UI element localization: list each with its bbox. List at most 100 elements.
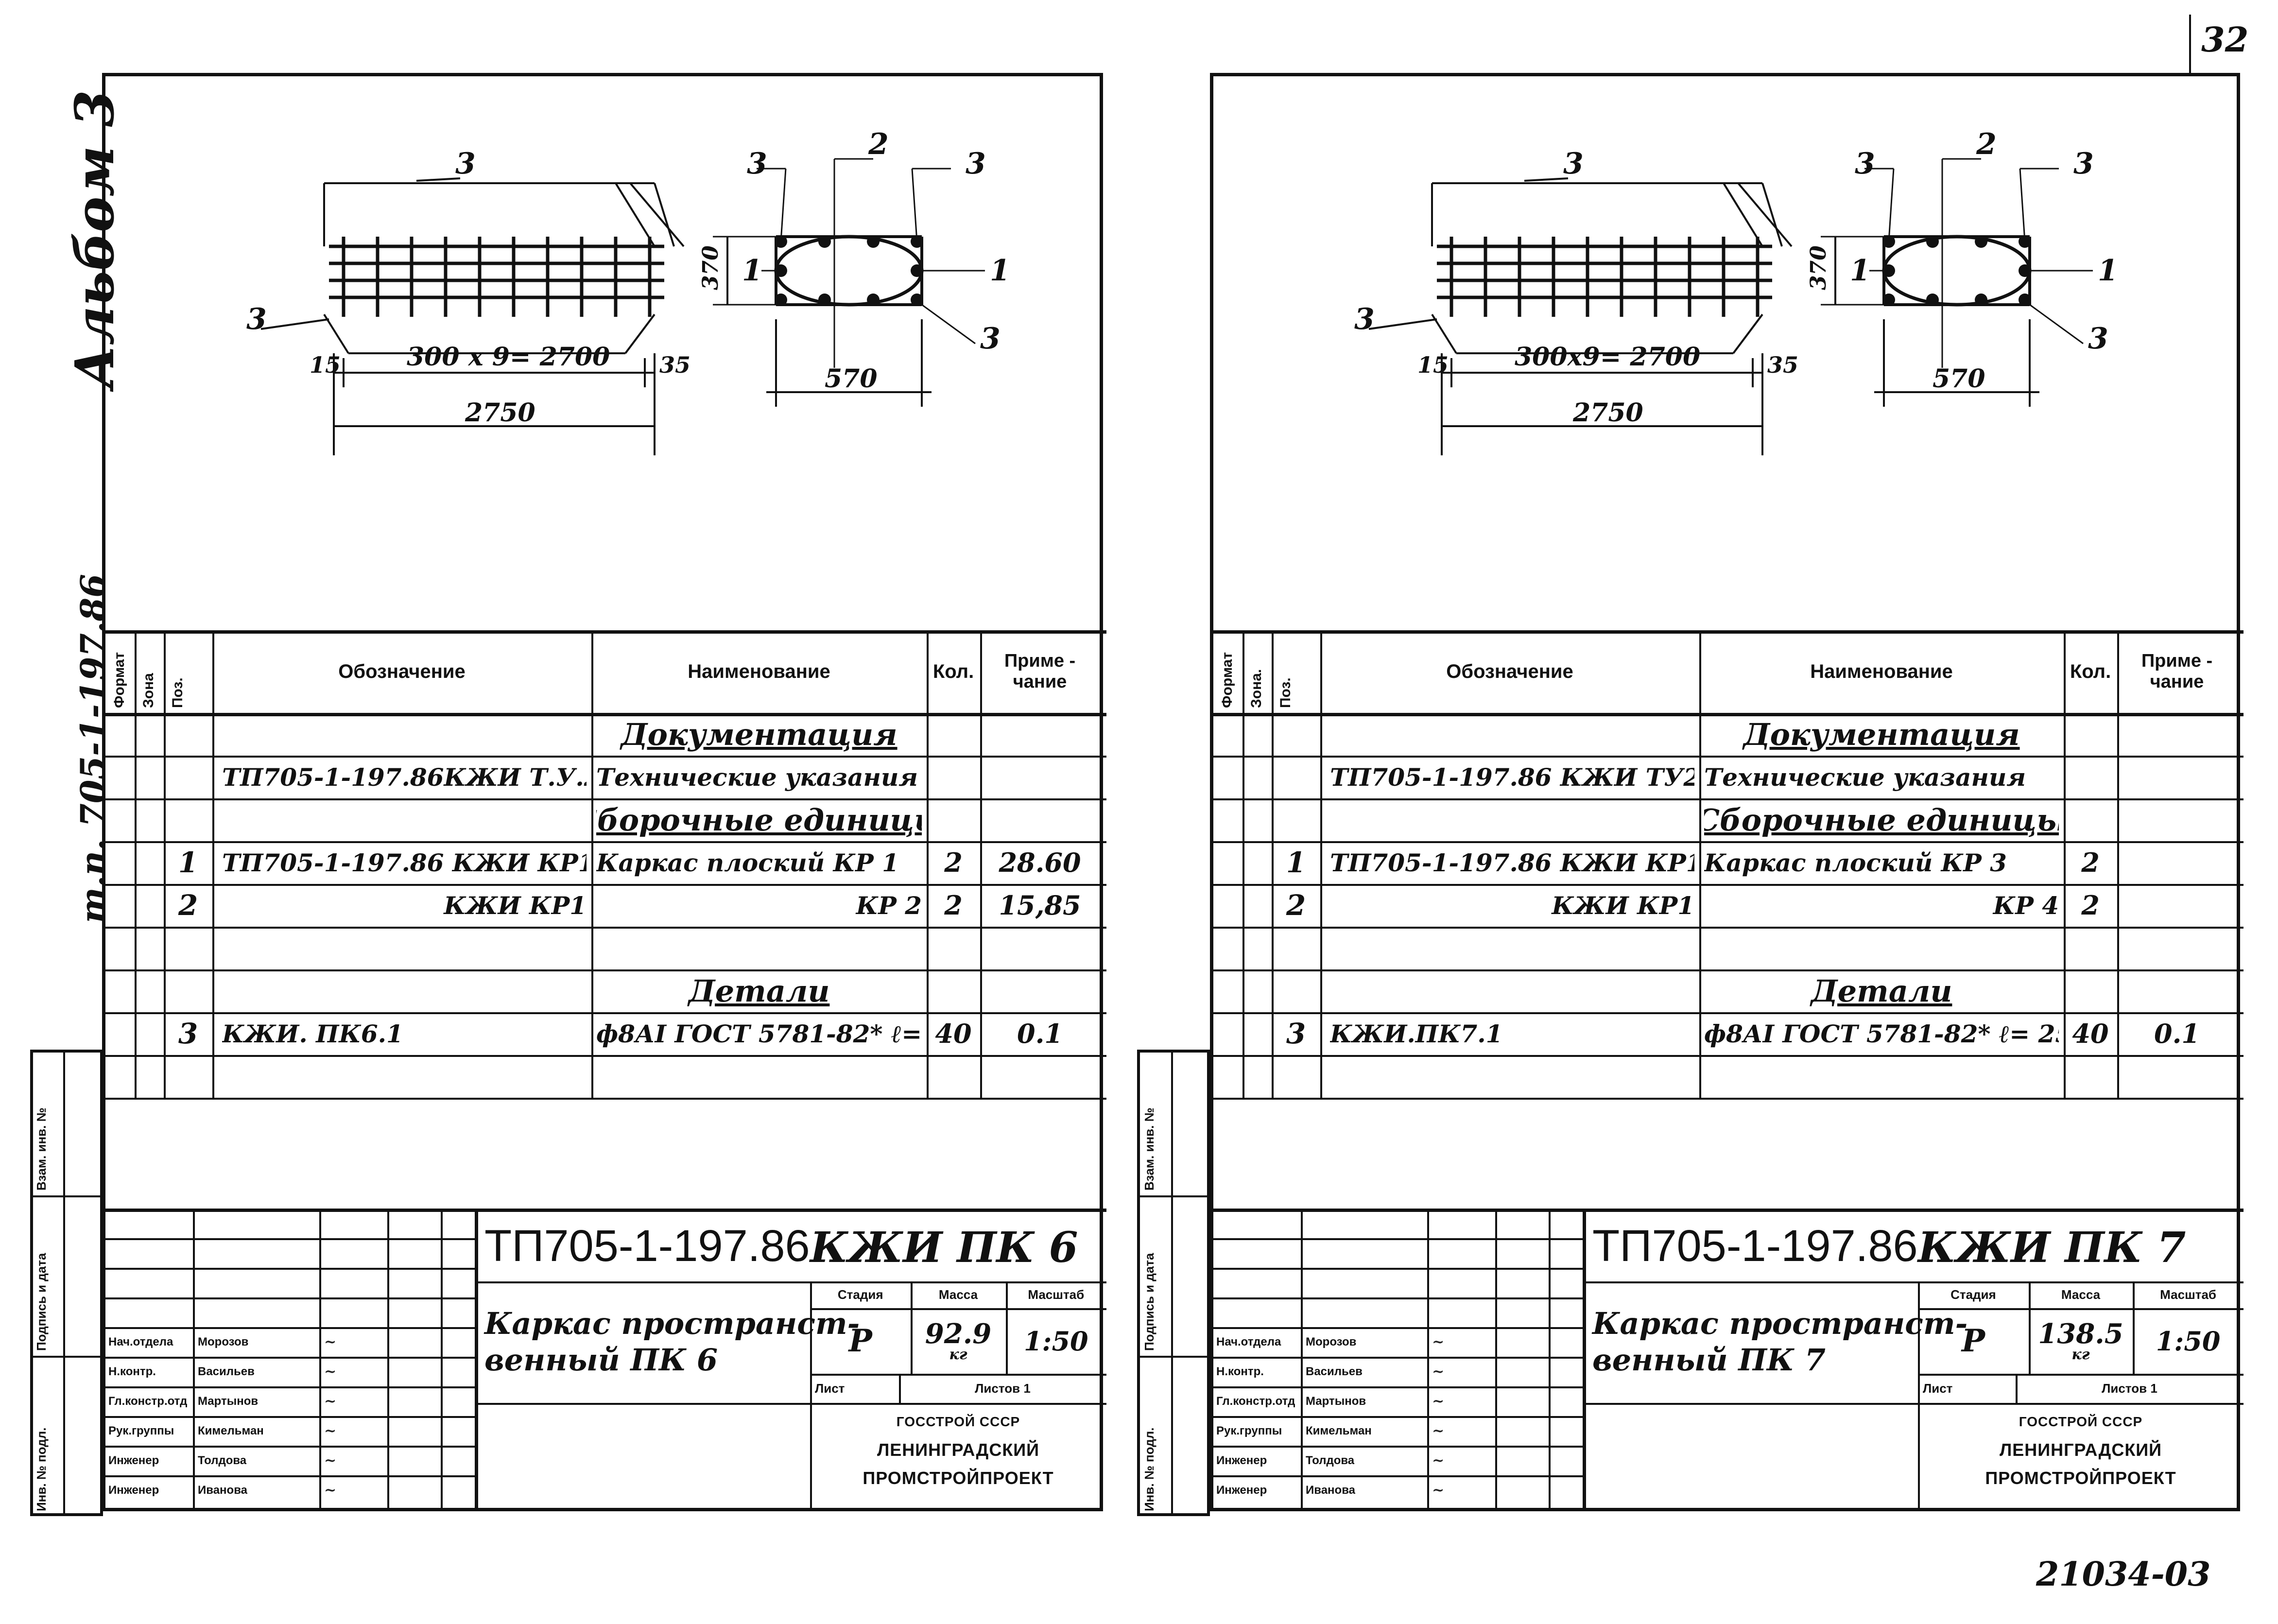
spec-qty <box>927 713 980 756</box>
dim-right-offset: 35 <box>659 352 690 378</box>
spec-designation: ТП705-1-197.86 КЖИ КР1 <box>1330 848 1694 877</box>
spec-designation <box>1330 713 1694 756</box>
spec-note <box>2117 756 2237 798</box>
spec-column-line <box>212 630 214 1098</box>
signer-signature: ~ <box>1432 1363 1445 1380</box>
title-stage: Р <box>848 1323 872 1359</box>
signer-row-line <box>1213 1238 1583 1240</box>
dim-left-offset: 15 <box>310 352 341 378</box>
spec-designation <box>1330 798 1694 841</box>
spec-header-qty: Кол. <box>2070 660 2111 682</box>
spec-designation: ТП705-1-197.86КЖИ Т.У.2 <box>222 762 587 792</box>
spec-pos: 2 <box>1286 889 1306 922</box>
signer-role: Инженер <box>108 1483 159 1497</box>
spec-name <box>596 927 922 969</box>
spec-designation: ТП705-1-197.86 КЖИ ТУ2 <box>1330 762 1694 792</box>
spec-pos <box>1272 756 1320 798</box>
signer-name: Кимельман <box>1306 1424 1372 1437</box>
spec-designation <box>222 1055 587 1098</box>
spec-designation <box>1330 969 1694 1012</box>
spec-note <box>980 1055 1100 1098</box>
title-mid-line <box>1583 1403 2243 1405</box>
title-scale: 1:50 <box>1023 1325 1088 1357</box>
signer-role: Гл.констр.отд <box>108 1394 188 1408</box>
spec-column-line <box>1699 630 1701 1098</box>
spec-name: КР 4 <box>1993 891 2059 920</box>
signer-signature: ~ <box>324 1482 337 1499</box>
signer-name: Мартынов <box>198 1394 259 1408</box>
spec-header-designation: Обозначение <box>1446 660 1573 682</box>
callout-elev-left: 3 <box>246 302 267 336</box>
elevation-slope-bottom <box>323 313 349 354</box>
spec-pos: 3 <box>1286 1017 1306 1050</box>
spec-row-line <box>105 884 1106 886</box>
spec-note <box>2117 1055 2237 1098</box>
signer-signature: ~ <box>324 1422 337 1439</box>
spec-row-line <box>105 1012 1106 1014</box>
spec-row-line <box>105 841 1106 843</box>
dim-section-width: 570 <box>1933 364 1985 394</box>
spec-header-name: Наименование <box>1810 660 1953 682</box>
elevation-slope <box>654 183 675 247</box>
title-code-bottom <box>475 1281 1106 1283</box>
signer-column-line <box>1427 1209 1429 1508</box>
spec-name: КР 2 <box>856 891 922 920</box>
section-bar-dot <box>1975 294 1987 306</box>
page-number: 32 <box>2201 19 2249 60</box>
spec-qty: 2 <box>2081 890 2100 921</box>
spec-name: Технические указания <box>596 762 918 792</box>
section-bar-dot <box>1926 235 1939 248</box>
leader-line <box>1524 177 1569 182</box>
spec-designation <box>1330 927 1694 969</box>
spec-pos <box>164 969 212 1012</box>
section-bar-dot <box>1882 264 1895 277</box>
spec-row-line <box>105 1098 1106 1100</box>
spec-qty <box>2064 798 2117 841</box>
callout-section-right: 1 <box>2098 254 2118 288</box>
spec-qty <box>927 927 980 969</box>
spec-column-line <box>1272 630 1274 1098</box>
dim-spacing: 300x9= 2700 <box>1515 342 1700 372</box>
spec-name: Каркас плоский КР 3 <box>1704 848 2007 877</box>
title-mark: КЖИ ПК 6 <box>810 1223 1078 1272</box>
spec-note <box>980 798 1100 841</box>
callout-section-bottom-right: 3 <box>980 322 1001 356</box>
spec-name <box>1704 1055 2059 1098</box>
spec-header-format: Формат <box>111 652 127 708</box>
spec-column-line <box>135 630 137 1098</box>
mass-value: 92.9 <box>925 1317 992 1350</box>
spec-column-line <box>1320 630 1322 1098</box>
section-bar-dot <box>867 294 880 306</box>
spec-row-line <box>1213 884 2243 886</box>
spec-header-pos: Поз. <box>1277 677 1294 708</box>
spec-qty: 2 <box>944 890 963 921</box>
spec-row-line <box>1213 1012 2243 1014</box>
mass-unit: кг <box>2071 1346 2090 1363</box>
signer-signature: ~ <box>1432 1393 1445 1410</box>
stage-col-line <box>1005 1281 1008 1374</box>
section-bar-dot <box>2019 264 2031 277</box>
spec-note <box>2117 969 2237 1012</box>
spec-row-line <box>105 927 1106 929</box>
spec-designation <box>222 713 587 756</box>
signer-signature: ~ <box>324 1333 337 1350</box>
callout-section-top-right: 3 <box>966 147 986 181</box>
elevation-slope <box>629 182 685 247</box>
spec-header-designation: Обозначение <box>338 660 466 682</box>
callout-section-top-left: 3 <box>747 147 767 181</box>
signer-role: Н.контр. <box>1216 1365 1264 1378</box>
signer-role: Рук.группы <box>1216 1424 1282 1437</box>
signer-column-line <box>193 1209 195 1508</box>
callout-section-bottom-right: 3 <box>2088 322 2108 356</box>
section-bar-dot <box>775 264 787 277</box>
spec-name: Технические указания <box>1704 762 2026 792</box>
signer-row-line <box>1213 1297 1583 1299</box>
spec-qty <box>927 756 980 798</box>
title-stage-label: Стадия <box>1950 1287 1996 1302</box>
callout-section-top-left: 3 <box>1855 147 1875 181</box>
spec-note <box>980 927 1100 969</box>
signer-column-line <box>387 1209 389 1508</box>
spec-pos: 3 <box>178 1017 198 1050</box>
